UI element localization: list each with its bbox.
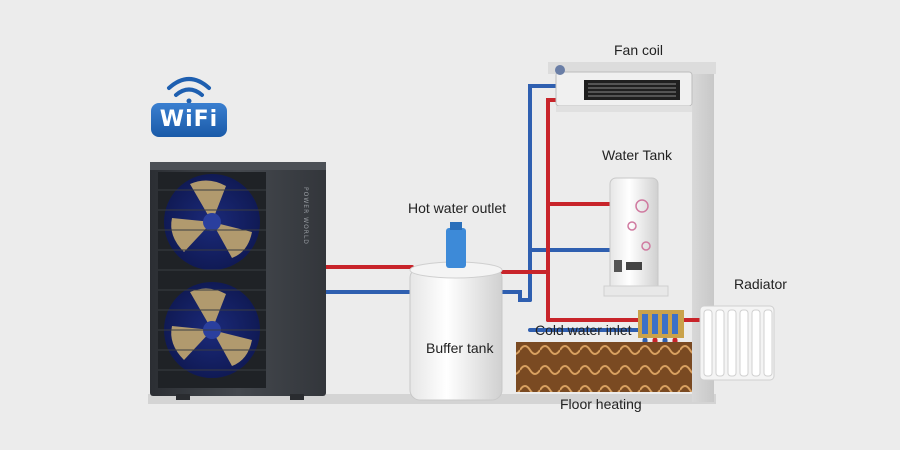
label-cold-water-inlet: Cold water inlet: [535, 322, 632, 338]
heat-pump-brand: POWER WORLD: [302, 187, 309, 245]
heat-pump-unit: [150, 162, 326, 400]
fan-top: [164, 174, 260, 270]
hot-water-outlet-valve: [446, 228, 466, 268]
wifi-icon: [167, 77, 211, 104]
ceiling-beam: [548, 62, 716, 74]
heat-pump-top: [150, 162, 326, 170]
heat-pump-foot-left: [176, 394, 190, 400]
label-fan-coil: Fan coil: [614, 42, 664, 58]
label-hot-water-outlet: Hot water outlet: [408, 200, 507, 216]
label-radiator: Radiator: [734, 276, 787, 292]
fan-coil-unit: [555, 65, 693, 112]
hot-pipe-riser: [546, 98, 564, 274]
wifi-badge: WiFi: [151, 103, 227, 137]
heat-pump-foot-right: [290, 394, 304, 400]
fan-coil-valve: [555, 65, 565, 75]
grille-bars: [158, 189, 266, 371]
label-water-tank: Water Tank: [602, 147, 673, 163]
label-buffer-tank: Buffer tank: [426, 340, 494, 356]
water-tank: [603, 177, 669, 297]
radiator-unit: [699, 305, 775, 381]
floor-heating-loop: [516, 310, 692, 392]
cold-pipe-riser: [528, 84, 558, 302]
buffer-tank: [409, 222, 503, 401]
label-floor-heating: Floor heating: [560, 396, 642, 412]
cold-pipe-return: [498, 290, 532, 302]
